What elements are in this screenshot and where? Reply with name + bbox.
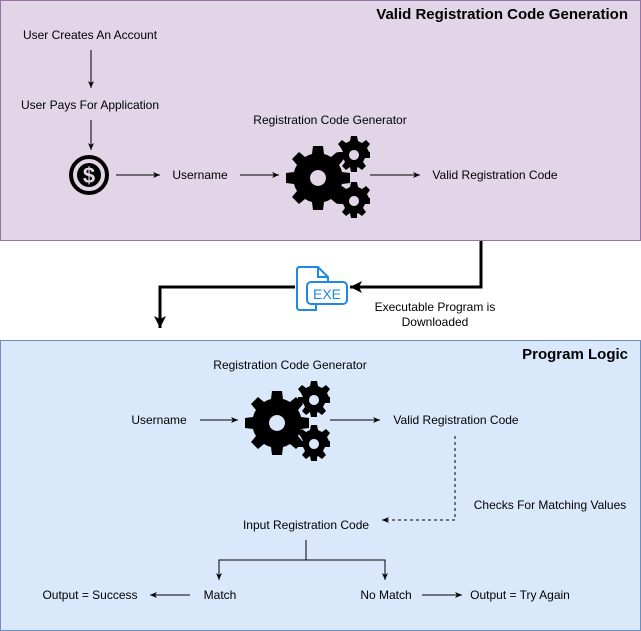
gears-icon <box>286 136 370 218</box>
checks-label: Checks For Matching Values <box>473 498 627 512</box>
panel-title-generation: Valid Registration Code Generation <box>376 6 628 23</box>
node-input-code: Input Registration Code <box>242 518 370 532</box>
node-username: Username <box>172 168 228 182</box>
generator-label: Registration Code Generator <box>253 113 407 127</box>
dollar-coin-icon: $ <box>69 155 109 195</box>
node-no-match: No Match <box>360 588 412 602</box>
exe-file-icon: EXE <box>296 266 348 311</box>
node-output-success: Output = Success <box>42 588 138 602</box>
dashed-arrow-checks <box>382 436 456 523</box>
node-create-account: User Creates An Account <box>22 28 158 42</box>
download-arrow-segment-1 <box>350 241 483 293</box>
node-username: Username <box>131 413 187 427</box>
node-output-try-again: Output = Try Again <box>470 588 570 602</box>
download-arrow-segment-2 <box>154 285 295 328</box>
arrow-to-match <box>216 559 306 580</box>
panel-title-program-logic: Program Logic <box>522 346 628 363</box>
svg-text:EXE: EXE <box>313 286 341 302</box>
node-pays: User Pays For Application <box>20 98 160 112</box>
node-match: Match <box>203 588 237 602</box>
download-label: Executable Program is Downloaded <box>374 300 496 329</box>
gears-icon <box>245 381 330 461</box>
svg-text:$: $ <box>83 163 95 188</box>
arrow-to-no-match <box>306 559 388 580</box>
node-valid-code: Valid Registration Code <box>432 168 558 182</box>
node-valid-code: Valid Registration Code <box>393 413 519 427</box>
generator-label: Registration Code Generator <box>213 358 367 372</box>
